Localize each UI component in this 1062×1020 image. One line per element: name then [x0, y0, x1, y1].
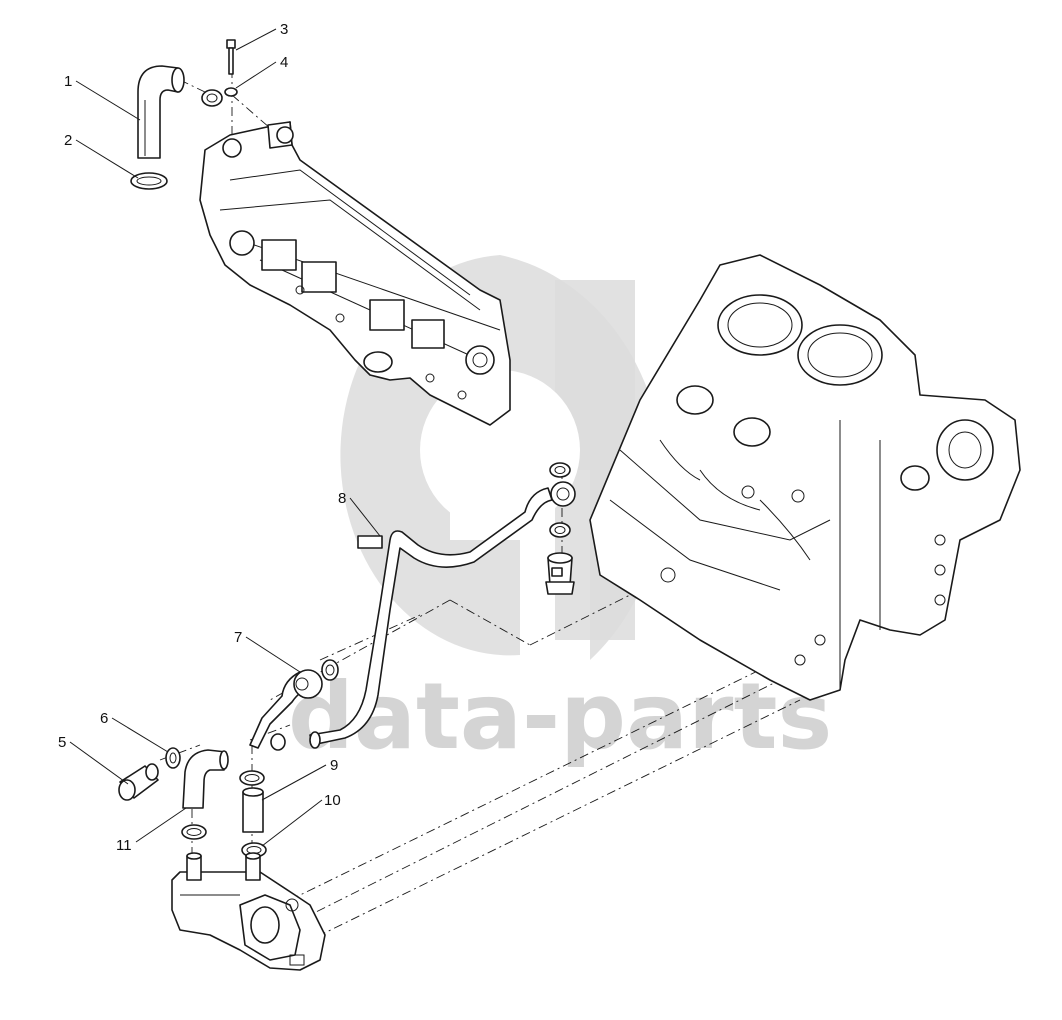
callout-4: 4	[235, 54, 288, 89]
callout-label-8: 8	[338, 490, 346, 507]
engine-block	[589, 254, 1021, 701]
seal-ring-lower	[549, 522, 571, 538]
callout-6: 6	[100, 710, 169, 753]
callout-label-11: 11	[116, 837, 132, 854]
callout-7: 7	[234, 629, 301, 673]
washer	[224, 87, 238, 97]
callout-5: 5	[58, 734, 129, 785]
callout-label-6: 6	[100, 710, 108, 727]
spring-clip	[201, 89, 223, 107]
callout-label-7: 7	[234, 629, 242, 646]
callout-10: 10	[261, 792, 341, 847]
hose-clamp-upper	[130, 172, 168, 190]
callout-3: 3	[235, 21, 288, 51]
callout-9: 9	[261, 757, 338, 801]
callout-label-3: 3	[280, 21, 288, 38]
callout-label-4: 4	[280, 54, 288, 71]
callout-label-1: 1	[64, 73, 72, 90]
banjo-bolt-upper	[545, 552, 575, 595]
seal-ring-upper	[549, 462, 571, 478]
callout-8: 8	[338, 490, 381, 537]
bolt	[226, 39, 236, 75]
hose-clamp-upper-9	[239, 770, 265, 786]
seal-ring-6	[165, 747, 181, 769]
hose-straight	[242, 787, 264, 833]
hose-elbow-upper	[137, 65, 185, 159]
oil-pipe-short	[249, 659, 339, 751]
oil-cooler-housing	[199, 121, 511, 426]
callout-11: 11	[116, 807, 187, 854]
callout-label-9: 9	[330, 757, 338, 774]
callout-2: 2	[64, 132, 139, 179]
pump-housing-lower	[171, 852, 326, 971]
callout-label-2: 2	[64, 132, 72, 149]
callout-label-5: 5	[58, 734, 66, 751]
banjo-bolt-lower	[118, 763, 159, 801]
hose-clamp-lower-11	[181, 824, 207, 840]
oil-pipe-long	[309, 481, 576, 749]
callout-label-10: 10	[324, 792, 341, 809]
hose-elbow-lower	[182, 749, 229, 809]
callout-1: 1	[64, 73, 141, 121]
